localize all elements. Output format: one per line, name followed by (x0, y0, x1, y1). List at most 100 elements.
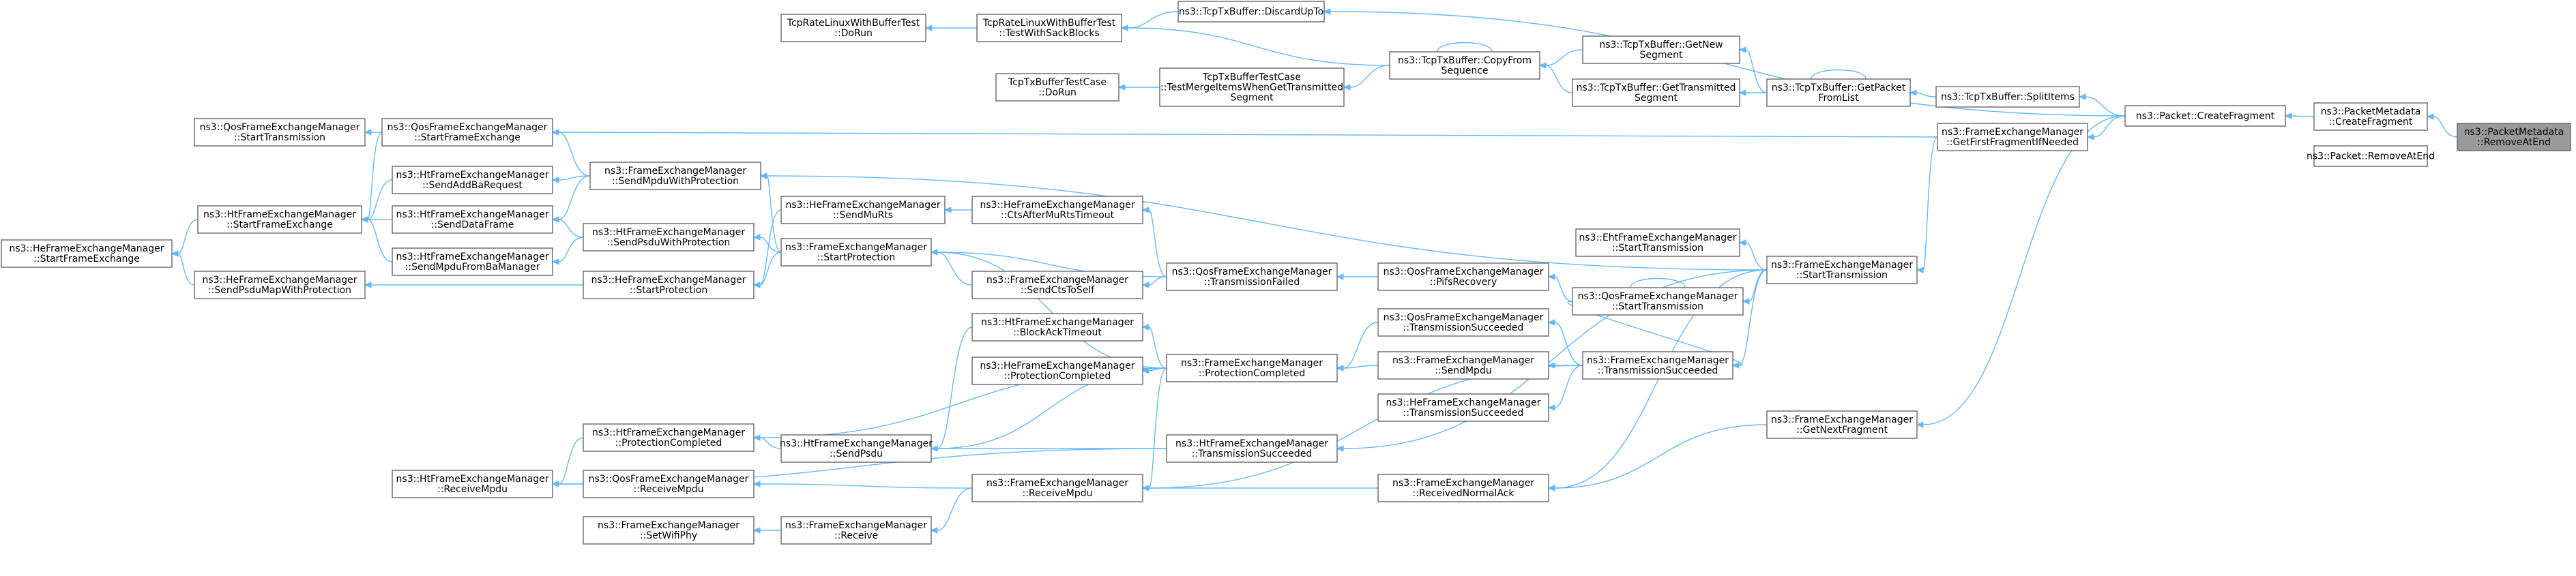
edge-htSendMpduFromBaManager-to-htStartFrameExchange (367, 219, 393, 262)
graph-node-htSendMpduFromBaManager[interactable]: ns3::HtFrameExchangeManager::SendMpduFro… (392, 247, 553, 276)
graph-node-heSendPsduMapWithProtection[interactable]: ns3::HeFrameExchangeManager::SendPsduMap… (194, 271, 366, 299)
graph-node-ehtStartTransmission[interactable]: ns3::EhtFrameExchangeManager::StartTrans… (1575, 228, 1740, 257)
graph-node-qosPifsRecovery[interactable]: ns3::QosFrameExchangeManager::PifsRecove… (1377, 262, 1549, 291)
graph-node-pmCreateFragment[interactable]: ns3::PacketMetadata::CreateFragment (2313, 102, 2428, 131)
graph-node-htSendDataFrame[interactable]: ns3::HtFrameExchangeManager::SendDataFra… (392, 205, 553, 234)
node-box (381, 118, 553, 147)
graph-node-feProtectionCompleted[interactable]: ns3::FrameExchangeManager::ProtectionCom… (1166, 354, 1338, 382)
node-label: ns3::HtFrameExchangeManager (592, 227, 745, 238)
node-label: ns3::HtFrameExchangeManager (592, 427, 745, 438)
graph-node-feSendCtsToSelf[interactable]: ns3::FrameExchangeManager::SendCtsToSelf (971, 271, 1143, 299)
graph-node-testMergeItems[interactable]: TcpTxBufferTestCase::TestMergeItemsWhenG… (1159, 67, 1345, 107)
node-label: ns3::HtFrameExchangeManager (396, 170, 549, 181)
edge-arrowhead (2086, 134, 2094, 140)
edge-arrowhead (943, 207, 952, 213)
edge-feTransmissionSucceeded-to-heTransmissionSucceeded (1554, 365, 1583, 408)
graph-node-htTransmissionSucceeded[interactable]: ns3::HtFrameExchangeManager::Transmissio… (1166, 434, 1338, 463)
node-box (971, 313, 1143, 342)
graph-node-feSendMpduWithProtection[interactable]: ns3::FrameExchangeManager::SendMpduWithP… (589, 162, 761, 190)
edge-self-loop (1437, 42, 1493, 52)
node-label: ns3::TcpTxBuffer::DiscardUpTo (1179, 7, 1323, 18)
graph-node-getFirstFragment[interactable]: ns3::FrameExchangeManager::GetFirstFragm… (1937, 123, 2088, 151)
node-label: ::StartFrameExchange (226, 219, 333, 230)
graph-node-htBlockAckTimeout[interactable]: ns3::HtFrameExchangeManager::BlockAckTim… (971, 313, 1143, 342)
graph-node-qosTransmissionFailed[interactable]: ns3::QosFrameExchangeManager::Transmissi… (1166, 262, 1338, 291)
graph-node-qosStartTransmission[interactable]: ns3::QosFrameExchangeManager::StartTrans… (1572, 287, 1744, 316)
graph-node-splitItems[interactable]: ns3::TcpTxBuffer::SplitItems (1935, 86, 2080, 108)
edge-arrowhead (551, 177, 559, 183)
node-label: ::GetNextFragment (1796, 425, 1888, 436)
graph-node-heSendMuRts[interactable]: ns3::HeFrameExchangeManager::SendMuRts (780, 196, 946, 224)
graph-node-qosStartTransmission2[interactable]: ns3::QosFrameExchangeManager::StartTrans… (194, 118, 366, 147)
edge-copyFromSequence-to-testWithSackBlocks (1127, 27, 1390, 66)
node-label: ns3::QosFrameExchangeManager (589, 474, 749, 485)
edge-arrowhead (930, 445, 938, 452)
graph-node-rateDoRun[interactable]: TcpRateLinuxWithBufferTest::DoRun (780, 14, 926, 42)
graph-node-feReceivedNormalAck[interactable]: ns3::FrameExchangeManager::ReceivedNorma… (1377, 474, 1549, 502)
graph-node-htProtectionCompleted[interactable]: ns3::HtFrameExchangeManager::ProtectionC… (583, 423, 755, 452)
edge-arrowhead (752, 481, 761, 487)
graph-node-heProtectionCompleted[interactable]: ns3::HeFrameExchangeManager::ProtectionC… (971, 357, 1143, 385)
node-label: ns3::FrameExchangeManager (1181, 358, 1323, 369)
node-label: ::StartTransmission (1612, 243, 1703, 254)
edge-arrowhead (759, 172, 767, 179)
graph-node-getNextFragment[interactable]: ns3::FrameExchangeManager::GetNextFragme… (1766, 410, 1918, 439)
edge-packetCreateFragment-to-getNextFragment (1922, 115, 2126, 425)
node-label: ::SendDataFrame (431, 219, 514, 230)
graph-node-discardUpTo[interactable]: ns3::TcpTxBuffer::DiscardUpTo (1177, 1, 1325, 22)
node-label: ns3::PacketMetadata (2464, 127, 2564, 138)
graph-node-htSendPsduWithProtection[interactable]: ns3::HtFrameExchangeManager::SendPsduWit… (583, 223, 755, 252)
node-label: ::Receive (834, 530, 878, 541)
node-box (1377, 393, 1549, 422)
edge-getNewSegment-to-copyFromSequence (1545, 49, 1583, 66)
graph-node-qosTransmissionSucceeded[interactable]: ns3::QosFrameExchangeManager::Transmissi… (1377, 308, 1549, 337)
graph-node-feStartTransmission[interactable]: ns3::FrameExchangeManager::StartTransmis… (1766, 256, 1918, 284)
graph-node-htSendPsdu[interactable]: ns3::HtFrameExchangeManager::SendPsdu (780, 434, 933, 463)
graph-node-htReceiveMpdu[interactable]: ns3::HtFrameExchangeManager::ReceiveMpdu (392, 470, 553, 498)
node-box (1166, 262, 1338, 291)
graph-node-removeAtEnd[interactable]: ns3::PacketMetadata::RemoveAtEnd (2457, 123, 2571, 151)
edge-feStartProtection-to-feSendMpduWithProtection (766, 175, 782, 253)
graph-node-packetCreateFragment[interactable]: ns3::Packet::CreateFragment (2124, 105, 2286, 127)
graph-node-feReceive[interactable]: ns3::FrameExchangeManager::Receive (780, 516, 932, 545)
edge-packetCreateFragment-to-splitItems (2085, 96, 2126, 117)
edge-feSendMpduWithProtection-to-htSendAddBaRequest (558, 175, 591, 181)
edge-feStartTransmission-to-feSendMpduWithProtection (766, 175, 1768, 271)
node-box (194, 118, 366, 147)
graph-node-qosStartFrameExchange[interactable]: ns3::QosFrameExchangeManager::StartFrame… (381, 118, 553, 147)
graph-node-packetRemoveAtEnd[interactable]: ns3::Packet::RemoveAtEnd (2307, 145, 2435, 167)
graph-node-htStartFrameExchange[interactable]: ns3::HtFrameExchangeManager::StartFrameE… (197, 205, 362, 234)
graph-node-htSendAddBaRequest[interactable]: ns3::HtFrameExchangeManager::SendAddBaRe… (392, 166, 553, 194)
node-label: ns3::TcpTxBuffer::GetPacket (1772, 82, 1906, 93)
graph-node-testWithSackBlocks[interactable]: TcpRateLinuxWithBufferTest::TestWithSack… (976, 14, 1122, 42)
edge-feTransmissionSucceeded-to-feReceiveMpdu (1148, 365, 1583, 489)
node-box (392, 205, 553, 234)
edge-arrowhead (1547, 362, 1555, 369)
graph-node-feSetWifiPhy[interactable]: ns3::FrameExchangeManager::SetWifiPhy (583, 516, 755, 545)
edge-qosStartFrameExchange-to-htStartFrameExchange (367, 132, 383, 220)
node-label: ::SendPsduMapWithProtection (208, 285, 351, 296)
graph-node-feTransmissionSucceeded[interactable]: ns3::FrameExchangeManager::TransmissionS… (1582, 351, 1733, 380)
graph-node-heStartFrameExchange[interactable]: ns3::HeFrameExchangeManager::StartFrameE… (1, 239, 173, 268)
graph-node-feReceiveMpdu[interactable]: ns3::FrameExchangeManager::ReceiveMpdu (971, 474, 1143, 502)
graph-node-heStartProtection[interactable]: ns3::HeFrameExchangeManager::StartProtec… (583, 271, 755, 299)
graph-node-feSendMpdu[interactable]: ns3::FrameExchangeManager::SendMpdu (1377, 351, 1549, 380)
graph-node-txBufDoRun[interactable]: TcpTxBufferTestCase::DoRun (995, 73, 1119, 102)
node-label: ::TransmissionSucceeded (1598, 365, 1718, 376)
edge-arrowhead (1547, 319, 1555, 326)
graph-node-feStartProtection[interactable]: ns3::FrameExchangeManager::StartProtecti… (780, 238, 932, 267)
graph-node-heTransmissionSucceeded[interactable]: ns3::HeFrameExchangeManager::Transmissio… (1377, 393, 1549, 422)
graph-node-qosReceiveMpdu[interactable]: ns3::QosFrameExchangeManager::ReceiveMpd… (583, 470, 755, 498)
node-label: ::SendCtsToSelf (1021, 285, 1095, 296)
node-label: ns3::TcpTxBuffer::CopyFrom (1398, 55, 1532, 66)
node-label: TcpTxBufferTestCase (1202, 72, 1301, 83)
node-box (971, 474, 1143, 502)
graph-node-heCtsAfterMuRtsTimeout[interactable]: ns3::HeFrameExchangeManager::CtsAfterMuR… (971, 196, 1143, 224)
edge-arrowhead (930, 527, 938, 534)
node-box (1377, 308, 1549, 337)
node-label: FromList (1818, 93, 1859, 104)
